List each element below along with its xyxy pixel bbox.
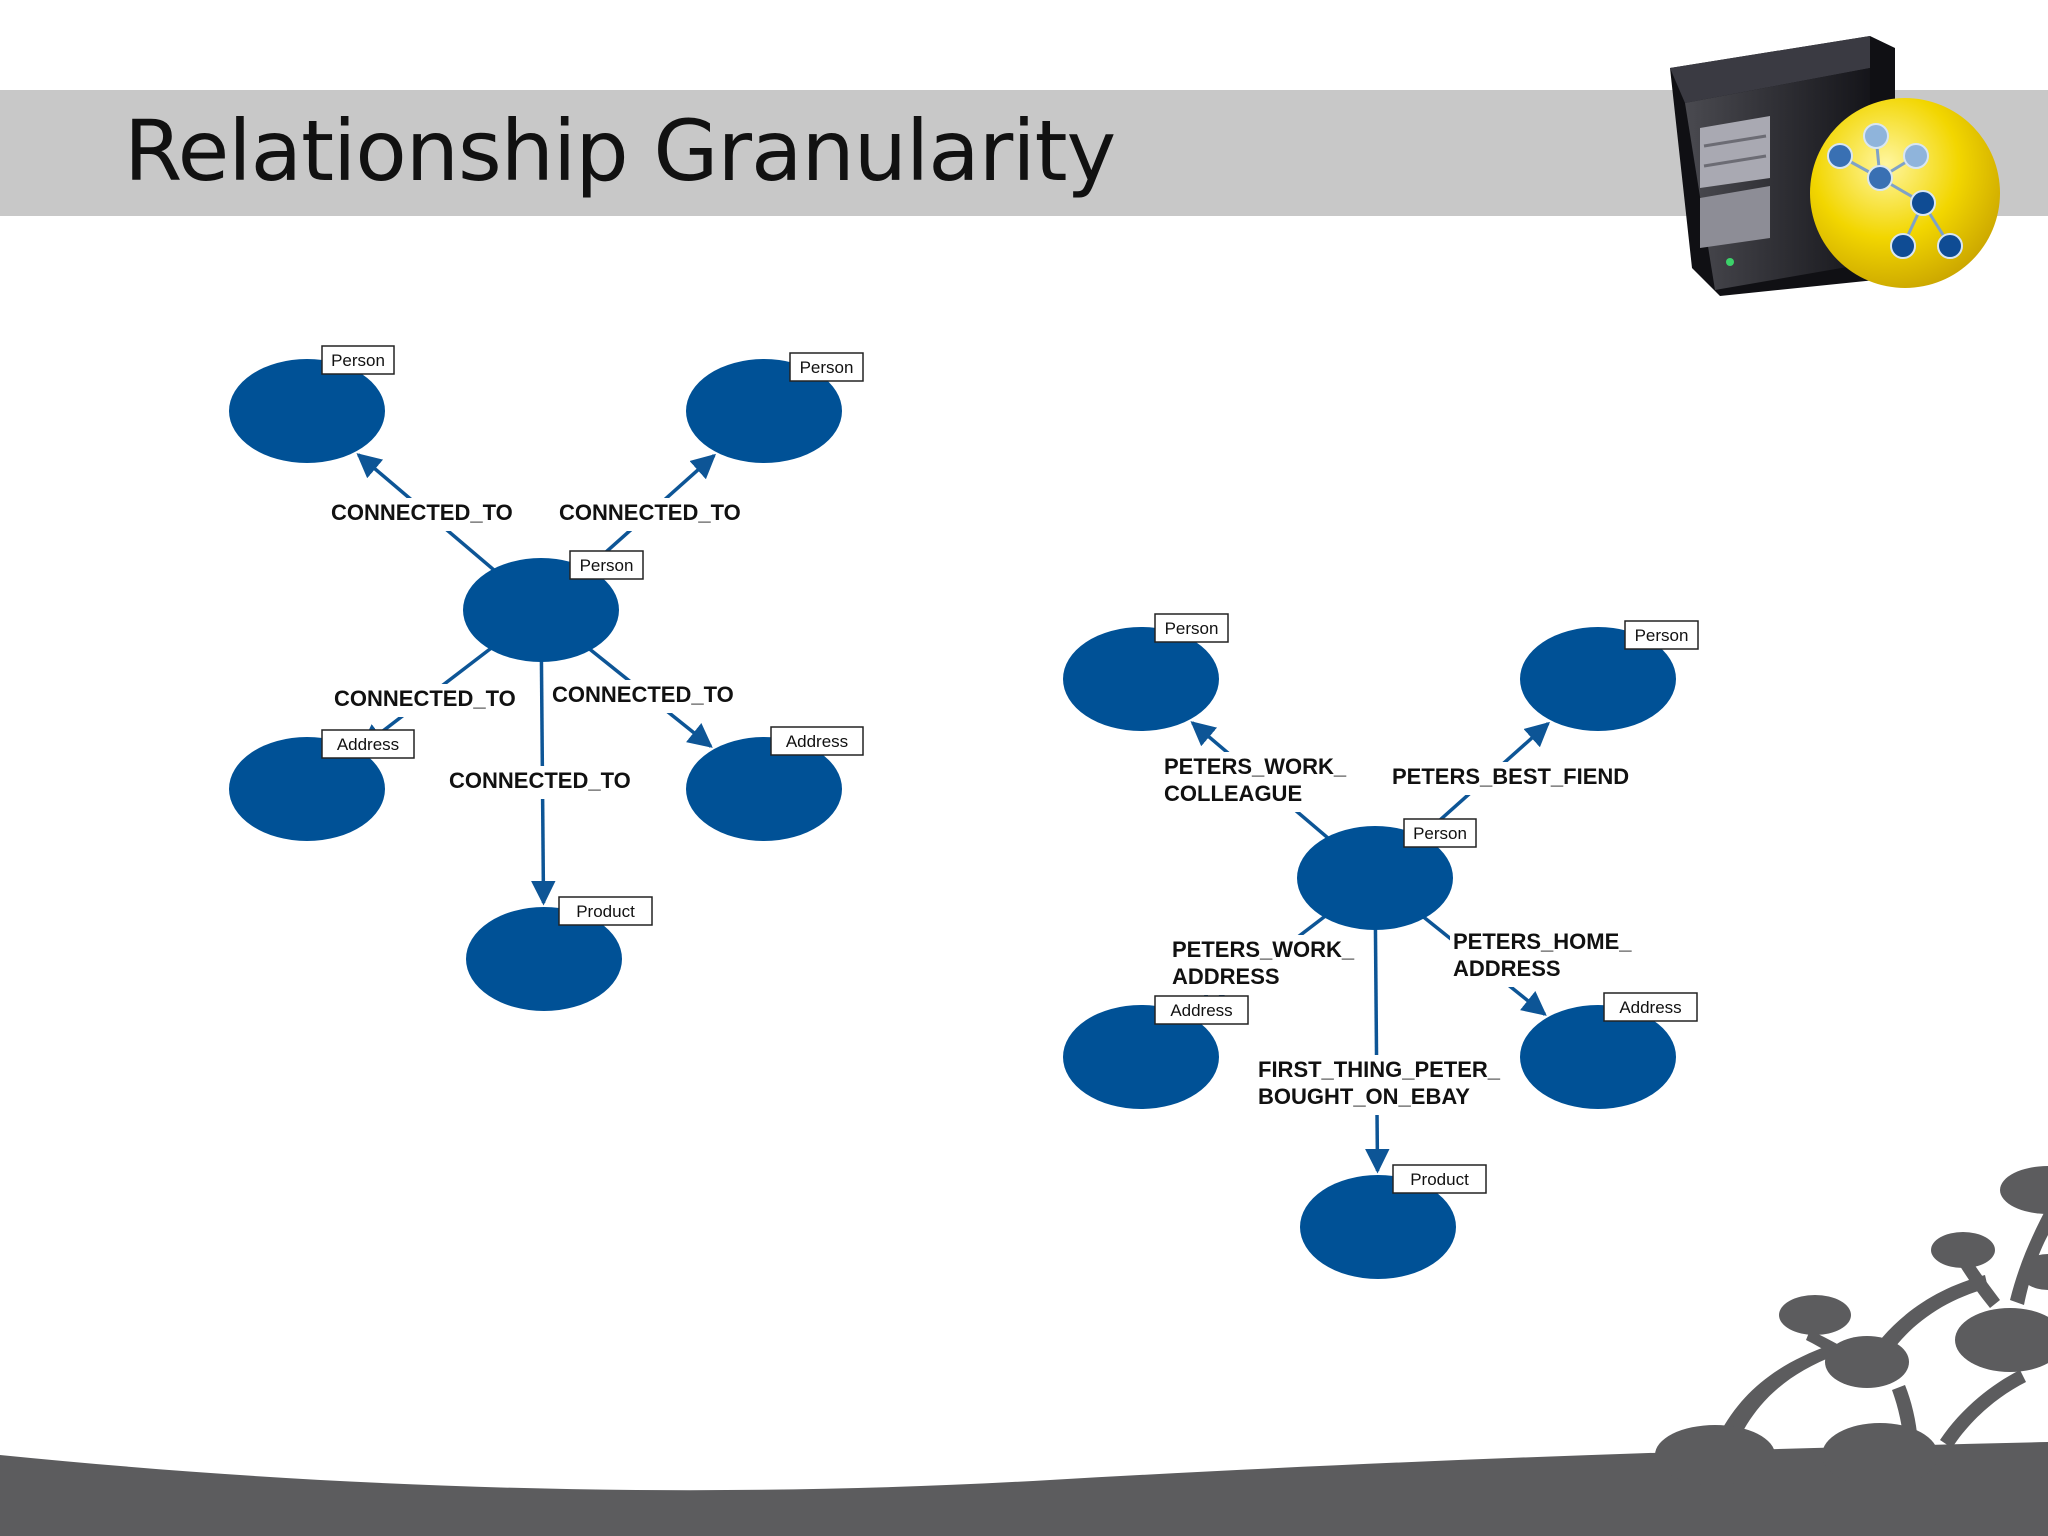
node-label: Address [1170, 1001, 1232, 1020]
diagram-2: PETERS_WORK_COLLEAGUEPETERS_BEST_FIENDPE… [1063, 613, 1699, 1279]
relationship-label: PETERS_HOME_ADDRESS [1450, 927, 1632, 987]
node-label: Product [1410, 1170, 1469, 1189]
node-label-tag: Person [1403, 818, 1477, 848]
node-label-tag: Address [321, 729, 415, 759]
relationship-label-line: ADDRESS [1172, 964, 1280, 989]
relationship-label: PETERS_WORK_ADDRESS [1169, 935, 1355, 995]
relationship-label-line: CONNECTED_TO [331, 500, 513, 525]
relationship-label: CONNECTED_TO [549, 680, 734, 713]
node-label: Product [576, 902, 635, 921]
graph-node [466, 907, 622, 1011]
relationship-label-line: ADDRESS [1453, 956, 1561, 981]
relationship-edge [1365, 925, 1390, 1174]
node-label-tag: Product [1392, 1164, 1487, 1194]
relationship-label-line: COLLEAGUE [1164, 781, 1302, 806]
graph-node [686, 737, 842, 841]
node-label: Address [786, 732, 848, 751]
relationship-label-line: BOUGHT_ON_EBAY [1258, 1084, 1470, 1109]
node-label-tag: Address [1603, 992, 1698, 1022]
relationship-label-line: CONNECTED_TO [559, 500, 741, 525]
node-label-tag: Product [558, 896, 653, 926]
server-graph-icon [1670, 36, 2000, 296]
node-label: Person [331, 351, 385, 370]
node-label: Address [337, 735, 399, 754]
relationship-label-line: CONNECTED_TO [334, 686, 516, 711]
relationship-label-line: CONNECTED_TO [552, 682, 734, 707]
graph-node [1520, 627, 1676, 731]
graph-node [1520, 1005, 1676, 1109]
branching-nodes-decoration [0, 1166, 2048, 1536]
slide-title: Relationship Granularity [124, 102, 1116, 200]
node-label: Person [800, 358, 854, 377]
relationship-label: CONNECTED_TO [446, 766, 631, 799]
node-label-tag: Person [1624, 620, 1699, 650]
relationship-label-line: PETERS_WORK_ [1164, 754, 1347, 779]
graph-node [229, 737, 385, 841]
node-label: Person [580, 556, 634, 575]
relationship-label: CONNECTED_TO [331, 684, 516, 717]
node-label: Person [1413, 824, 1467, 843]
node-label-tag: Address [770, 726, 864, 756]
relationship-label: CONNECTED_TO [328, 498, 513, 531]
graph-node [1297, 826, 1453, 930]
relationship-label-line: PETERS_BEST_FIEND [1392, 764, 1629, 789]
graph-node [463, 558, 619, 662]
relationship-label: PETERS_BEST_FIEND [1389, 762, 1637, 795]
relationship-label: CONNECTED_TO [556, 498, 741, 531]
node-label-tag: Person [789, 352, 864, 382]
graph-node [1063, 1005, 1219, 1109]
diagram-1: CONNECTED_TO CONNECTED_TO CONNECTED_TO CONN… [229, 345, 864, 1011]
graph-node [1300, 1175, 1456, 1279]
relationship-label-line: FIRST_THING_PETER_ [1258, 1057, 1501, 1082]
node-label: Address [1619, 998, 1681, 1017]
relationship-label: PETERS_WORK_COLLEAGUE [1161, 752, 1347, 812]
graph-node [229, 359, 385, 463]
relationship-label-line: PETERS_HOME_ [1453, 929, 1632, 954]
relationship-label-line: CONNECTED_TO [449, 768, 631, 793]
relationship-label-line: PETERS_WORK_ [1172, 937, 1355, 962]
node-label-tag: Person [1154, 613, 1229, 643]
graph-node [686, 359, 842, 463]
node-label-tag: Person [321, 345, 395, 375]
relationship-label: FIRST_THING_PETER_BOUGHT_ON_EBAY [1255, 1055, 1517, 1115]
node-label: Person [1635, 626, 1689, 645]
node-label-tag: Address [1154, 995, 1249, 1025]
node-label: Person [1165, 619, 1219, 638]
graph-node [1063, 627, 1219, 731]
node-label-tag: Person [569, 550, 644, 580]
